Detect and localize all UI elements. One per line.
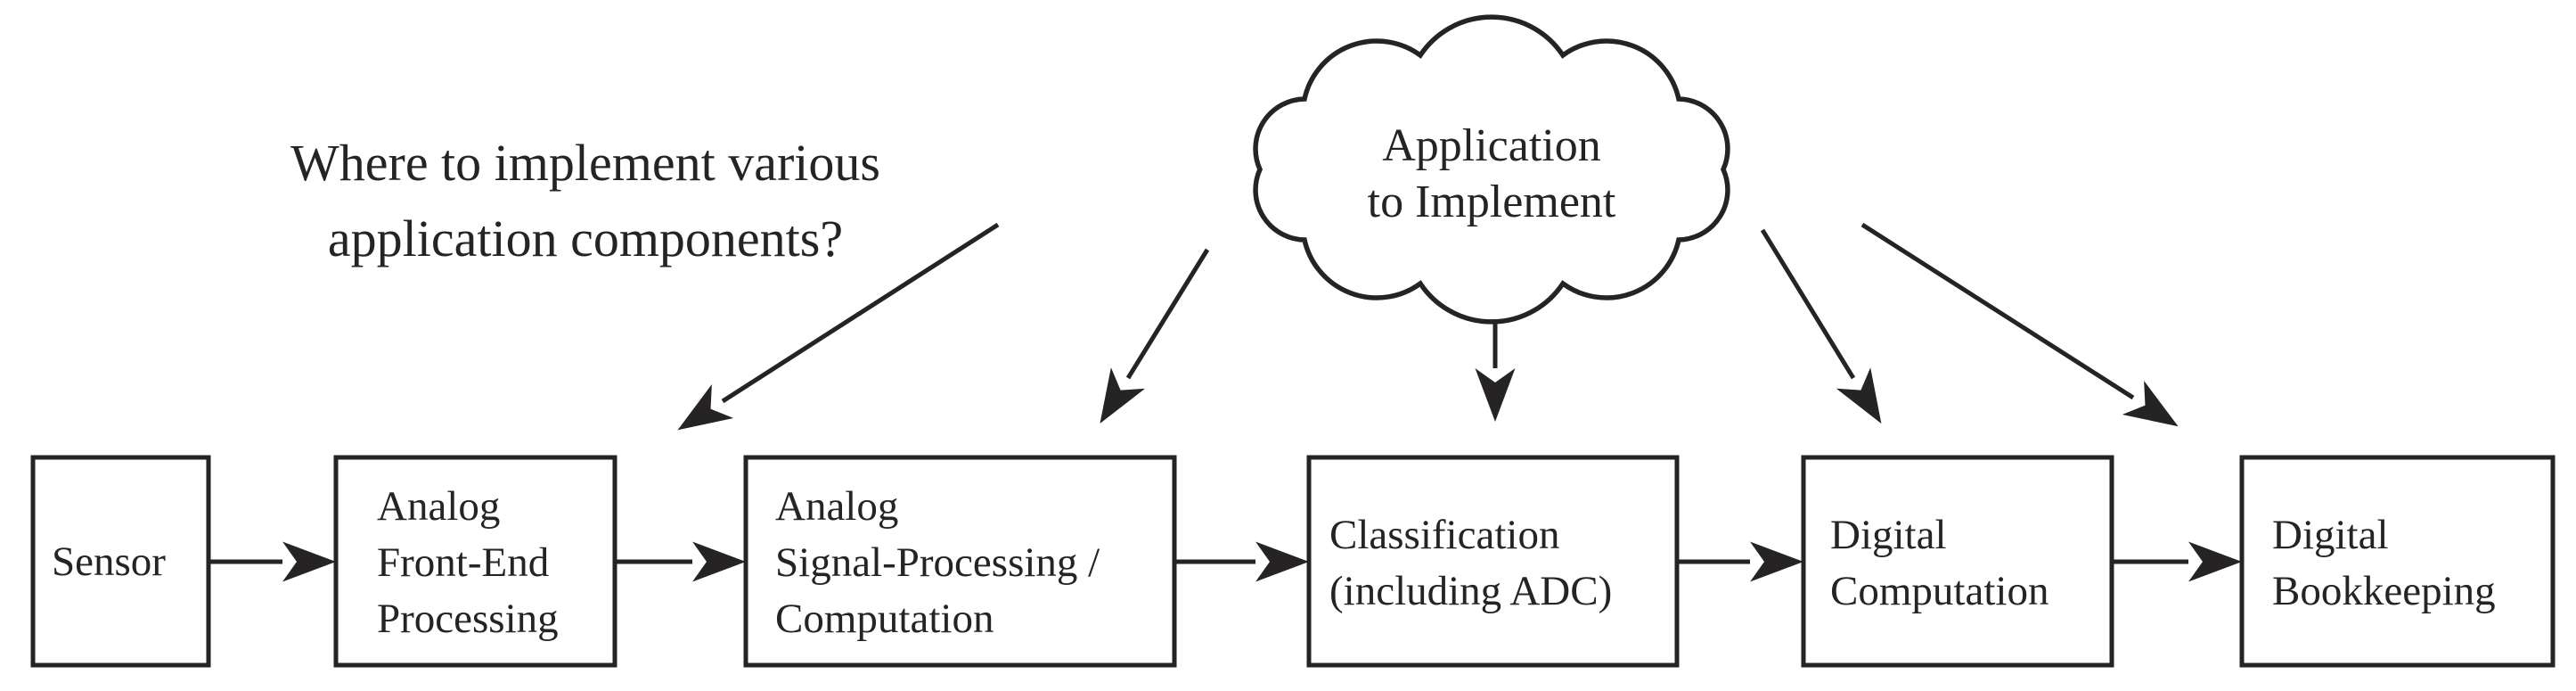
- question-text-line2: application components?: [328, 210, 843, 267]
- cloud-shape: [1253, 14, 1730, 325]
- stage-box: [1306, 455, 1680, 668]
- stage-box: [743, 455, 1177, 668]
- stage-label-line: Signal-Processing /: [775, 539, 1100, 586]
- stage-digital-bookkeeping: Digital Bookkeeping: [2239, 455, 2556, 668]
- cloud-label-line1: Application: [1382, 120, 1601, 171]
- stage-label-line: (including ADC): [1329, 568, 1612, 614]
- stage-label-line: Digital: [2272, 512, 2389, 558]
- cloud-arrow-to-digital-computation: [1760, 228, 1882, 424]
- stage-classification: Classification (including ADC): [1306, 455, 1680, 668]
- stage-label-line: Analog: [775, 483, 898, 530]
- mapping-arrows: [677, 222, 2179, 431]
- cloud-label-line2: to Implement: [1368, 177, 1616, 227]
- stage-label-line: Front-End: [377, 539, 549, 586]
- stage-label-line: Computation: [1830, 568, 2049, 614]
- stage-box: [30, 455, 211, 668]
- stage-digital-computation: Digital Computation: [1801, 455, 2114, 668]
- stage-label-line: Computation: [775, 596, 994, 642]
- stage-label-line: Digital: [1830, 512, 1947, 558]
- question-label: Where to implement various application c…: [290, 134, 880, 267]
- stage-box: [333, 455, 617, 668]
- stage-label-line: Bookkeeping: [2272, 568, 2496, 614]
- cloud-arrow-to-digital-bookkeeping: [1860, 222, 2179, 427]
- stage-label-line: Classification: [1329, 512, 1559, 558]
- question-text-line1: Where to implement various: [290, 134, 880, 192]
- cloud-arrow-to-signal-processing: [1100, 248, 1210, 424]
- stage-analog-front-end: Analog Front-End Processing: [333, 455, 617, 668]
- stage-label-line: Analog: [377, 483, 500, 530]
- stage-sensor: Sensor: [30, 455, 211, 668]
- stage-analog-signal-processing: Analog Signal-Processing / Computation: [743, 455, 1177, 668]
- stage-label-line: Processing: [377, 596, 559, 642]
- cloud-arrow-to-front-end: [677, 222, 1000, 431]
- stage-label-line: Sensor: [52, 539, 166, 585]
- stage-box: [1801, 455, 2114, 668]
- application-cloud: Application to Implement: [1253, 14, 1730, 325]
- stage-box: [2239, 455, 2556, 668]
